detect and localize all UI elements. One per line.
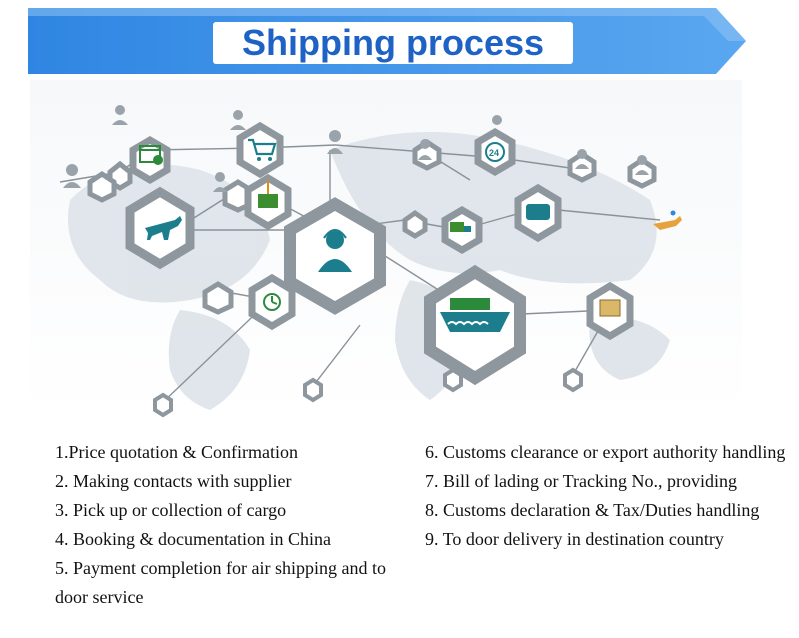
steps-column-left: 1.Price quotation & Confirmation 2. Maki… — [55, 438, 417, 612]
small-plane-icon — [653, 210, 682, 230]
step-3: 3. Pick up or collection of cargo — [55, 500, 287, 520]
cargo-crane-icon — [244, 173, 292, 231]
calendar-icon — [129, 135, 171, 185]
step-5: 5. Payment completion for air shipping a… — [55, 558, 386, 607]
svg-text:24: 24 — [489, 148, 499, 158]
truck-icon — [441, 205, 483, 255]
step-8: 8. Customs declaration & Tax/Duties hand… — [425, 500, 760, 520]
step-4: 4. Booking & documentation in China — [55, 529, 331, 549]
step-1: 1.Price quotation & Confirmation — [55, 442, 298, 462]
steps-column-right: 6. Customs clearance or export authority… — [425, 438, 795, 554]
step-2: 2. Making contacts with supplier — [55, 471, 292, 491]
shopping-cart-icon — [236, 121, 284, 179]
package-icon — [586, 281, 634, 341]
header-banner: Shipping process — [28, 8, 746, 74]
person-icon — [112, 105, 128, 125]
airplane-icon — [125, 186, 195, 270]
step-9: 9. To door delivery in destination count… — [425, 529, 724, 549]
step-6: 6. Customs clearance or export authority… — [425, 442, 786, 462]
step-7: 7. Bill of lading or Tracking No., provi… — [425, 471, 737, 491]
page-title: Shipping process — [213, 22, 573, 64]
network-illustration: 24 — [30, 80, 742, 418]
clock-icon — [248, 273, 296, 331]
train-icon — [514, 183, 562, 243]
customer-service-icon — [284, 197, 386, 315]
ship-icon — [424, 264, 526, 386]
hour-24-icon: 24 — [474, 127, 516, 177]
